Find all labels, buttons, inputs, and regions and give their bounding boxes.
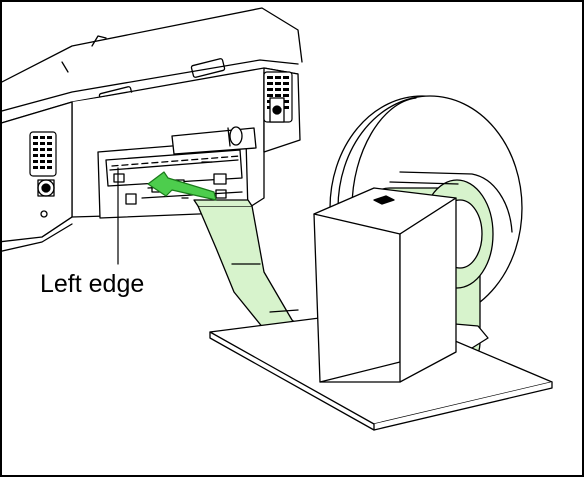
left-edge-label: Left edge [40,270,145,298]
connector-port [37,97,285,218]
feed-direction-arrow [147,171,217,201]
roll-holder-stand [209,187,553,431]
